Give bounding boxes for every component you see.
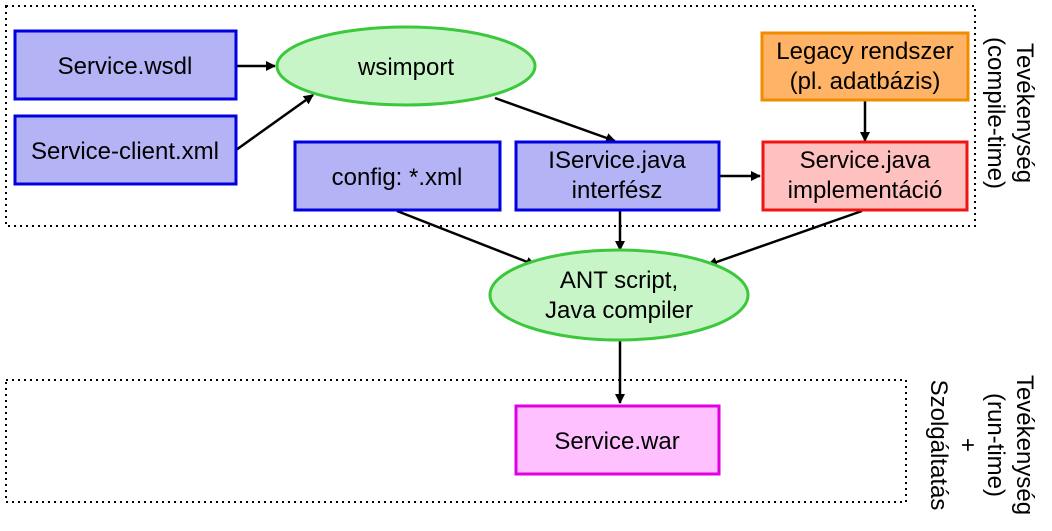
- ant-label-line2: Java compiler: [545, 297, 693, 324]
- service-client-xml-label: Service-client.xml: [31, 138, 219, 165]
- run-time-label-line1: Tevékenység: [1011, 375, 1038, 515]
- service-war-node: Service.war: [514, 404, 721, 476]
- compile-time-side-label: Tevékenység (compile-time): [982, 37, 1038, 189]
- legacy-node: Legacy rendszer (pl. adatbázis): [760, 31, 970, 102]
- arrow-servicejava-to-ant: [707, 209, 863, 267]
- run-time-label-line4: Szolgáltatás: [925, 380, 952, 511]
- service-wsdl-node: Service.wsdl: [13, 29, 238, 101]
- iservice-label-line2: interfész: [572, 177, 663, 204]
- service-java-label-line1: Service.java: [800, 147, 931, 174]
- iservice-label-line1: IService.java: [548, 147, 686, 174]
- service-client-xml-node: Service-client.xml: [13, 114, 238, 186]
- wsimport-label: wsimport: [357, 54, 454, 81]
- compile-time-label-line2: (compile-time): [982, 37, 1009, 189]
- service-java-label-line2: implementáció: [788, 177, 943, 204]
- service-war-label: Service.war: [554, 428, 679, 455]
- run-time-region: [5, 379, 907, 503]
- ant-compiler-node: ANT script, Java compiler: [488, 248, 750, 342]
- arrow-wsimport-to-iservice: [494, 96, 616, 143]
- run-time-side-label: Tevékenység (run-time) + Szolgáltatás: [925, 375, 1038, 515]
- config-xml-node: config: *.xml: [293, 140, 502, 212]
- arrow-config-to-ant: [396, 209, 536, 267]
- ant-label-line1: ANT script,: [560, 267, 678, 294]
- compile-time-label-line1: Tevékenység: [1011, 43, 1038, 183]
- arrows: [235, 61, 870, 404]
- iservice-node: IService.java interfész: [514, 140, 721, 212]
- run-time-label-line3: +: [954, 438, 981, 452]
- config-xml-label: config: *.xml: [332, 164, 463, 191]
- run-time-label-line2: (run-time): [982, 393, 1009, 497]
- legacy-label-line2: (pl. adatbázis): [790, 68, 941, 95]
- compile-time-region: [5, 5, 976, 227]
- arrow-client-to-wsimport: [235, 93, 314, 152]
- legacy-label-line1: Legacy rendszer: [776, 38, 953, 65]
- service-wsdl-label: Service.wsdl: [58, 53, 193, 80]
- wsimport-node: wsimport: [275, 25, 537, 107]
- service-java-node: Service.java implementáció: [761, 140, 969, 212]
